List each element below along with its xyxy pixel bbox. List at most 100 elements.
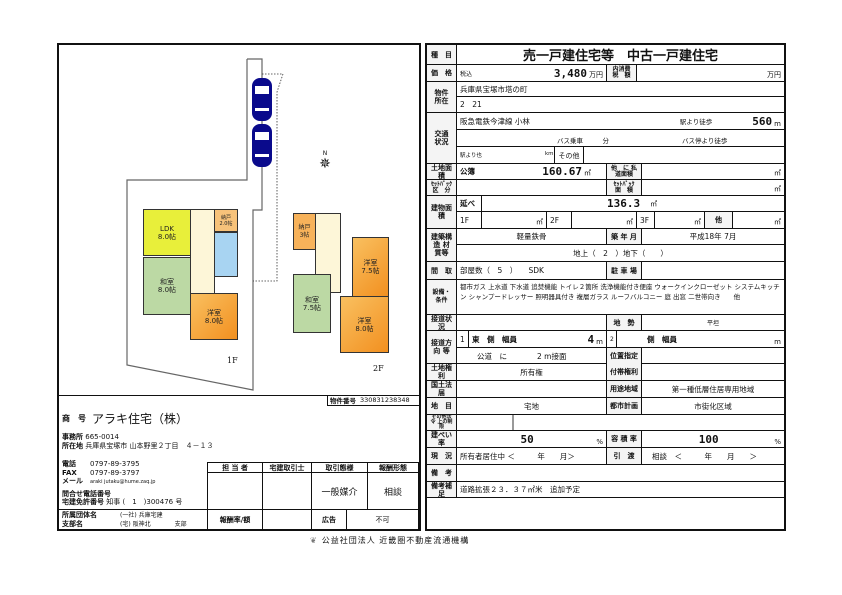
row-other-law: その他法令 上の制限	[427, 415, 784, 431]
walk-label: 駅より徒歩	[679, 118, 713, 126]
building-area-label: 建物面積	[427, 196, 457, 228]
ancillary-rights-label: 付帯権利	[607, 364, 642, 380]
transport-label: 交通 状況	[427, 113, 457, 163]
tax-label: 内消費 税 額	[607, 65, 637, 81]
floor2-unit: ㎡	[626, 218, 633, 226]
city-planning-value: 市街化区域	[694, 401, 732, 411]
price-unit: 万円	[589, 71, 603, 79]
terrain-value: 平坦	[706, 320, 719, 327]
structure-label: 建築構造 材質等	[427, 229, 457, 261]
frontage: 公道 に 2 m接面	[457, 348, 607, 364]
land-category-label: 地 目	[427, 398, 457, 414]
office-info: 事務所 665-0014 所在地 兵庫県宝塚市 山本野里２丁目 ４－１３	[62, 433, 213, 451]
road1-unit: m	[596, 338, 603, 346]
total-floor-area: 136.3	[607, 197, 641, 210]
built-value: 平成18年 7月	[689, 232, 737, 241]
bus-walk: バス停より徒歩	[682, 137, 728, 145]
far-label: 容 積 率	[607, 431, 642, 447]
bus-ride: バス乗車 分	[557, 137, 609, 145]
setback-unit: ㎡	[774, 185, 781, 193]
coverage-value: 50	[520, 432, 534, 446]
position-label: 位置指定	[607, 348, 642, 364]
org-info: 所属団体名 (一社) 兵庫宅建 支部名 (宅) 阪神北 支部	[59, 509, 209, 530]
compass-north-icon: N ✵	[317, 150, 333, 180]
company-address: 兵庫県宝塚市 山本野里２丁目 ４－１３	[85, 442, 214, 450]
company-name-label: 商 号	[62, 414, 86, 423]
company-name-row: 商 号 アラキ住宅（株）	[62, 410, 188, 427]
total-floor-unit: ㎡	[650, 200, 658, 208]
coverage-label: 建ぺい率	[427, 431, 457, 447]
other-transport-label: その他	[554, 147, 584, 164]
private-road-unit: ㎡	[774, 169, 781, 177]
row-notes-supp: 備考補足 道路拡張２３．３７㎡米 追加予定	[427, 482, 784, 498]
row-type: 種 目 売一戸建住宅等 中古一戸建住宅	[427, 45, 784, 65]
handover-label: 引 渡	[607, 448, 642, 464]
facilities-label: 設備・条件	[427, 280, 457, 314]
footer-org-name: 公益社団法人 近畿圏不動産流通機構	[321, 536, 470, 545]
room-nando-1f: 納戸 2.0帖	[214, 209, 238, 232]
facilities-text: 都市ガス 上水道 下水道 追焚機能 トイレ２箇所 洗浄機能付き便座 ウォークイン…	[460, 283, 780, 301]
row-chimoku: 地 目 宅地 都市計画 市街化区域	[427, 398, 784, 415]
staff-cell	[207, 472, 263, 510]
car-icon	[252, 124, 272, 167]
zoning-label: 用途地域	[607, 381, 642, 397]
coverage-unit: %	[596, 438, 603, 446]
floor3-unit: ㎡	[694, 218, 701, 226]
floor1-label: 1F	[457, 212, 482, 228]
land-area-kind: 公簿	[460, 167, 475, 176]
branch-label: 支部名	[62, 520, 83, 528]
fax-value: 0797-89-3797	[90, 468, 140, 477]
road1-no: 1	[457, 331, 469, 347]
status-label: 現 況	[427, 448, 457, 464]
private-road-label: 他 に 私道面積	[607, 164, 642, 179]
price-value: 3,480	[553, 66, 587, 80]
tel-label: 電話	[62, 460, 76, 468]
tel-value: 0797-89-3795	[90, 460, 140, 468]
land-rights-value: 所有権	[457, 364, 607, 380]
room-washitsu-2f: 和室 7.5帖	[293, 274, 331, 333]
row-facilities: 設備・条件 都市ガス 上水道 下水道 追焚機能 トイレ２箇所 洗浄機能付き便座 …	[427, 280, 784, 315]
room-nando-2f: 納戸 3帖	[293, 213, 316, 250]
bathroom	[214, 232, 238, 277]
layout-label: 間 取	[427, 262, 457, 279]
org-label: 所属団体名	[62, 511, 97, 519]
row-status: 現 況 所有者居住中 ＜ 年 月＞ 引 渡 相談 ＜ 年 月 ＞	[427, 448, 784, 465]
room-yoshitsu-1f: 洋室 8.0帖	[190, 293, 238, 340]
walk-unit: m	[774, 120, 781, 128]
floor1-unit: ㎡	[536, 218, 543, 226]
row-layout: 間 取 部屋数（ 5 ） SDK 駐 車 場	[427, 262, 784, 280]
km-unit: km	[545, 151, 554, 157]
row-road-status: 接道状況 地 勢 平坦	[427, 315, 784, 331]
fax-label: FAX	[62, 468, 77, 477]
status-value: 所有者居住中 ＜ 年 月＞	[457, 448, 607, 464]
mail-value[interactable]: araki jutaku@hume.zaq.jp	[90, 479, 156, 485]
national-land-label: 国土法届	[427, 381, 457, 397]
zoning-value: 第一種低層住居専用地域	[671, 384, 755, 394]
row-setback: ｾｯﾄﾊﾞｯｸ 区 分 ｾｯﾄﾊﾞｯｸ 面 積 ㎡	[427, 180, 784, 196]
fee-type-value: 相談	[367, 472, 419, 510]
office-label: 事務所	[62, 433, 83, 441]
deal-type-value: 一般媒介	[311, 472, 368, 510]
branch-value: (宅) 阪神北 支部	[120, 521, 187, 528]
license-label: 宅建免許番号	[62, 498, 104, 506]
property-number-value: 330831238348	[360, 396, 410, 404]
room-yoshitsu-2f-b: 洋室 8.0帖	[340, 296, 389, 353]
floor-count: 地上（ 2 ）地下（ ）	[573, 248, 668, 258]
row-notes: 備 考	[427, 465, 784, 482]
notes-supp-label: 備考補足	[427, 482, 457, 497]
floor3-label: 3F	[637, 212, 655, 228]
postal-code: 665-0014	[85, 433, 119, 441]
total-floor-label: 延べ	[457, 196, 482, 211]
station-distance-label: 駅より也	[460, 153, 482, 159]
other-floor-unit: ㎡	[774, 218, 781, 226]
address-label: 所在地	[62, 442, 83, 450]
org-value: (一社) 兵庫宅建	[120, 512, 163, 519]
notes-label: 備 考	[427, 465, 457, 481]
terrain-label: 地 勢	[607, 315, 642, 330]
